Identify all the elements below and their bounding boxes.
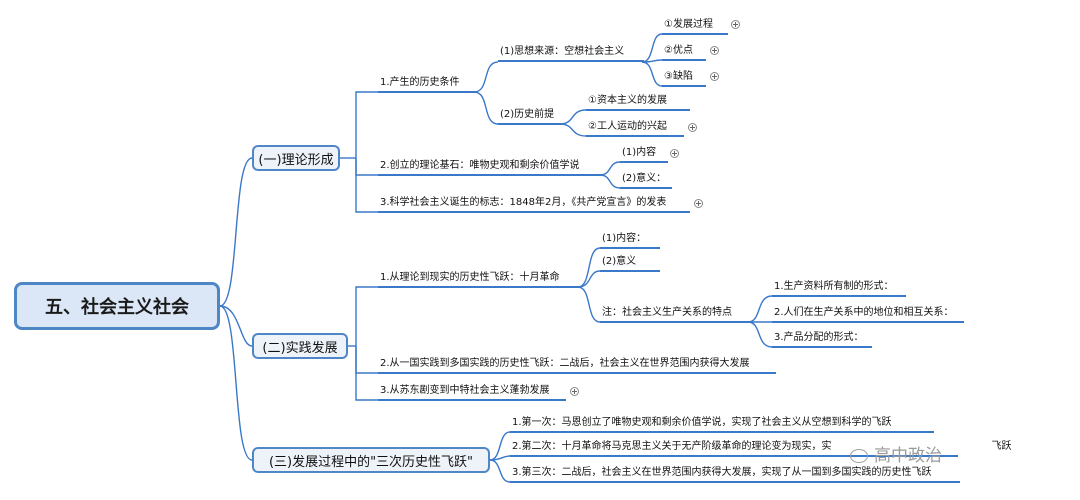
wechat-icon bbox=[850, 449, 868, 463]
node-birth-symbol[interactable]: 3.科学社会主义诞生的标志：1848年2月，《共产党宣言》的发表 bbox=[378, 196, 690, 213]
node-defects[interactable]: ③缺陷 bbox=[662, 70, 706, 87]
node-development-process[interactable]: ①发展过程 bbox=[662, 18, 728, 35]
branch-practice-development[interactable]: (二)实践发展 bbox=[252, 333, 348, 359]
node-soviet-to-china[interactable]: 3.从苏东剧变到中特社会主义蓬勃发展 bbox=[378, 384, 566, 401]
node-first-leap[interactable]: 1.第一次：马恩创立了唯物史观和剩余价值学说，实现了社会主义从空想到科学的飞跃 bbox=[510, 416, 934, 433]
expand-icon[interactable] bbox=[694, 199, 703, 208]
expand-icon[interactable] bbox=[570, 387, 579, 396]
root-topic[interactable]: 五、社会主义社会 bbox=[14, 282, 220, 330]
node-labor-movement[interactable]: ②工人运动的兴起 bbox=[586, 120, 684, 137]
node-revolution-content[interactable]: (1)内容： bbox=[600, 232, 660, 249]
node-theory-foundation[interactable]: 2.创立的理论基石：唯物史观和剩余价值学说 bbox=[378, 159, 604, 176]
branch-theory-formation[interactable]: (一)理论形成 bbox=[252, 145, 340, 171]
node-distribution-form[interactable]: 3.产品分配的形式： bbox=[772, 331, 872, 348]
node-idea-source[interactable]: (1)思想来源：空想社会主义 bbox=[498, 45, 644, 62]
node-historical-premise[interactable]: (2)历史前提 bbox=[498, 108, 562, 125]
node-third-leap[interactable]: 3.第三次：二战后，社会主义在世界范围内获得大发展，实现了从一国到多国实践的历史… bbox=[510, 466, 960, 483]
branch-three-leaps[interactable]: (三)发展过程中的"三次历史性飞跃" bbox=[252, 447, 490, 473]
node-content[interactable]: (1)内容 bbox=[620, 146, 668, 163]
second-leap-text: 2.第二次：十月革命将马克思主义关于无产阶级革命的理论变为现实，实 bbox=[512, 441, 832, 452]
node-production-relations-note[interactable]: 注：社会主义生产关系的特点 bbox=[600, 306, 750, 323]
expand-icon[interactable] bbox=[670, 149, 679, 158]
expand-icon[interactable] bbox=[731, 20, 740, 29]
expand-icon[interactable] bbox=[688, 123, 697, 132]
node-october-revolution[interactable]: 1.从理论到现实的历史性飞跃：十月革命 bbox=[378, 271, 580, 288]
node-revolution-significance[interactable]: (2)意义 bbox=[600, 255, 660, 272]
node-significance[interactable]: (2)意义： bbox=[620, 172, 672, 189]
expand-icon[interactable] bbox=[710, 46, 719, 55]
node-historical-conditions[interactable]: 1.产生的历史条件 bbox=[378, 76, 476, 93]
node-advantages[interactable]: ②优点 bbox=[662, 44, 706, 61]
node-capitalism-development[interactable]: ①资本主义的发展 bbox=[586, 94, 690, 111]
node-multi-country-leap[interactable]: 2.从一国实践到多国实践的历史性飞跃：二战后，社会主义在世界范围内获得大发展 bbox=[378, 357, 776, 374]
watermark: 高中政治 bbox=[850, 441, 942, 466]
expand-icon[interactable] bbox=[710, 72, 719, 81]
watermark-text: 高中政治 bbox=[874, 446, 942, 466]
node-second-leap[interactable]: 2.第二次：十月革命将马克思主义关于无产阶级革命的理论变为现实，实 飞跃 bbox=[510, 440, 1012, 457]
second-leap-tail: 飞跃 bbox=[991, 441, 1012, 452]
node-status-relations[interactable]: 2.人们在生产关系中的地位和相互关系： bbox=[772, 306, 964, 323]
node-ownership-form[interactable]: 1.生产资料所有制的形式： bbox=[772, 280, 906, 297]
